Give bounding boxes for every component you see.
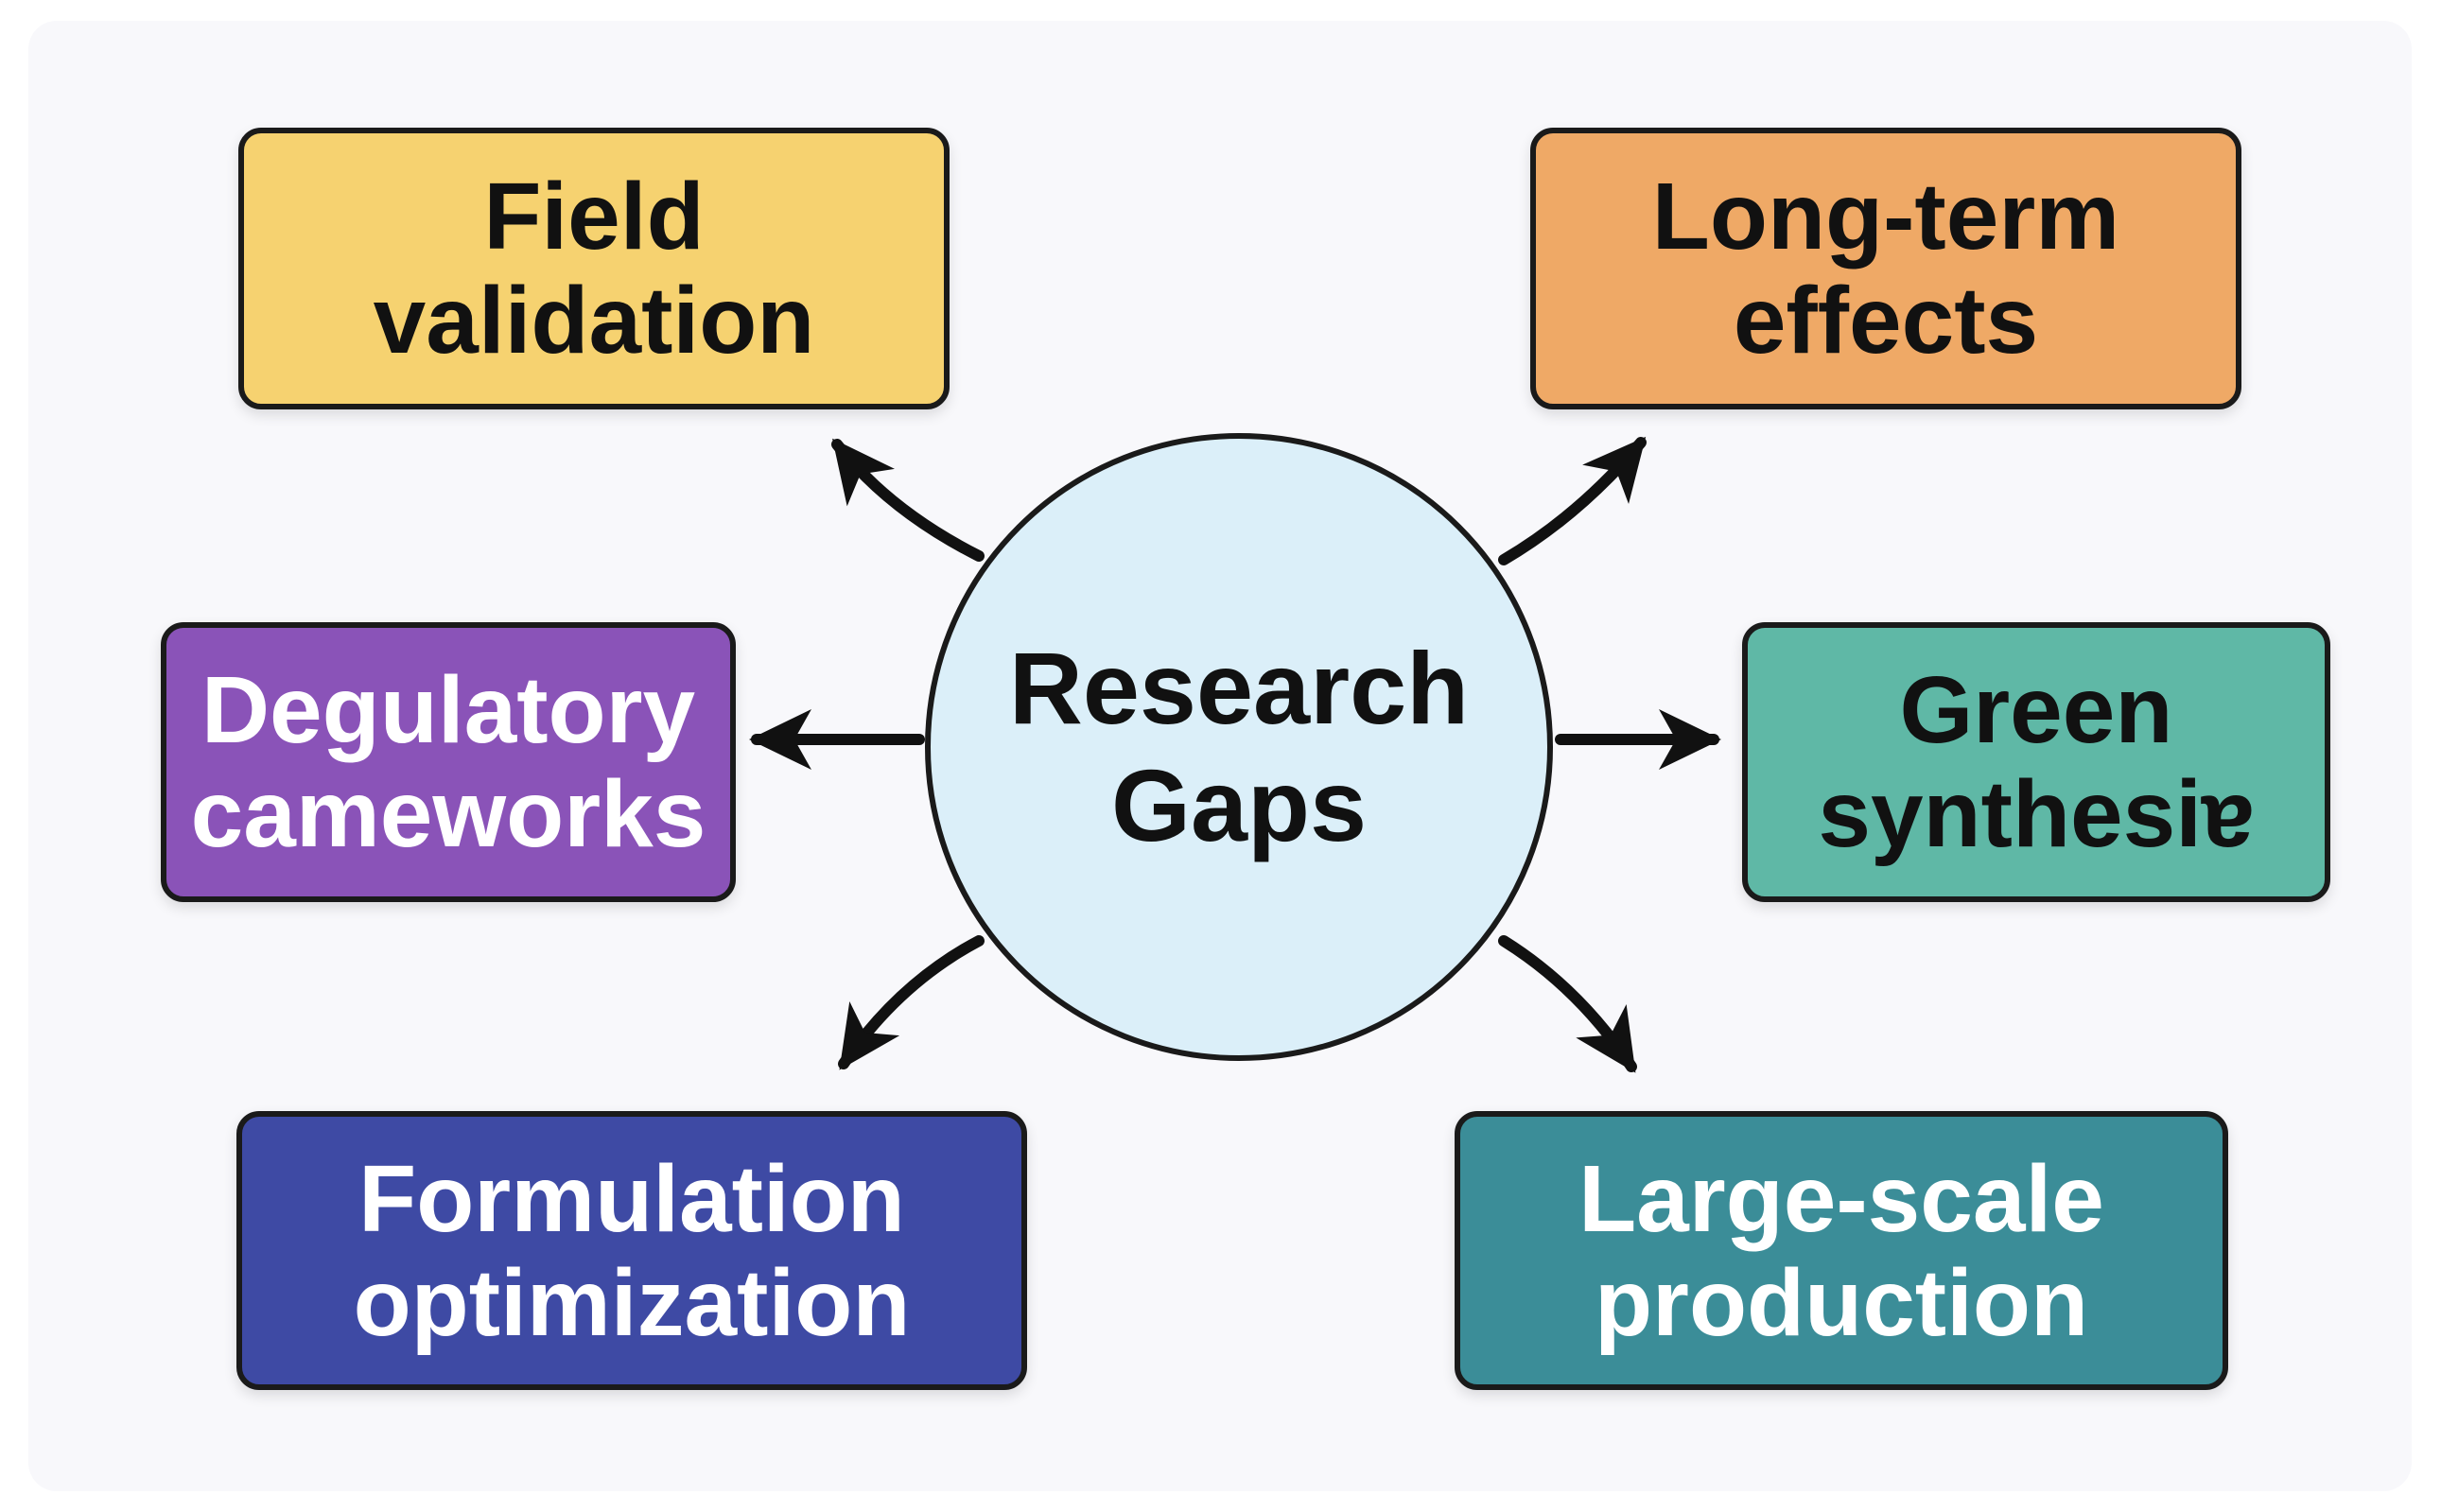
node-formulation-optimization: Formulation optimization: [236, 1111, 1027, 1390]
node-long-term-effects-line1: Long-term: [1651, 164, 2120, 269]
node-green-synthesis-line1: Green: [1899, 657, 2173, 763]
node-long-term-effects-line2: effects: [1733, 268, 2039, 374]
node-formulation-optimization-line2: optimization: [353, 1249, 911, 1356]
node-large-scale-production: Large-scale production: [1455, 1111, 2228, 1390]
node-degulatory-cameworks: Degulatory cameworks: [161, 622, 736, 902]
arrow-to-long-term-effects: [1498, 436, 1647, 565]
node-large-scale-production-line1: Large-scale: [1578, 1145, 2104, 1252]
node-green-synthesis-line2: synthesiɐ: [1818, 761, 2255, 867]
node-long-term-effects: Long-term effects: [1530, 128, 2241, 409]
arrow-to-large-scale-production: [1498, 935, 1637, 1073]
center-label-line2: Gaps: [1110, 748, 1368, 862]
node-degulatory-cameworks-line1: Degulatory: [201, 657, 696, 763]
node-field-validation: Field validation: [238, 128, 950, 409]
node-green-synthesis: Green synthesiɐ: [1742, 622, 2330, 902]
node-field-validation-line2: validation: [373, 268, 815, 374]
node-formulation-optimization-line1: Formulation: [358, 1145, 905, 1252]
node-large-scale-production-line2: production: [1594, 1249, 2089, 1356]
center-label-line1: Research: [1008, 630, 1470, 745]
arrow-to-formulation-optimization: [838, 935, 985, 1070]
node-degulatory-cameworks-line2: cameworks: [190, 761, 706, 867]
research-gaps-center-node: Research Gaps: [925, 433, 1553, 1061]
node-field-validation-line1: Field: [483, 164, 705, 269]
arrow-to-field-validation: [831, 438, 985, 562]
